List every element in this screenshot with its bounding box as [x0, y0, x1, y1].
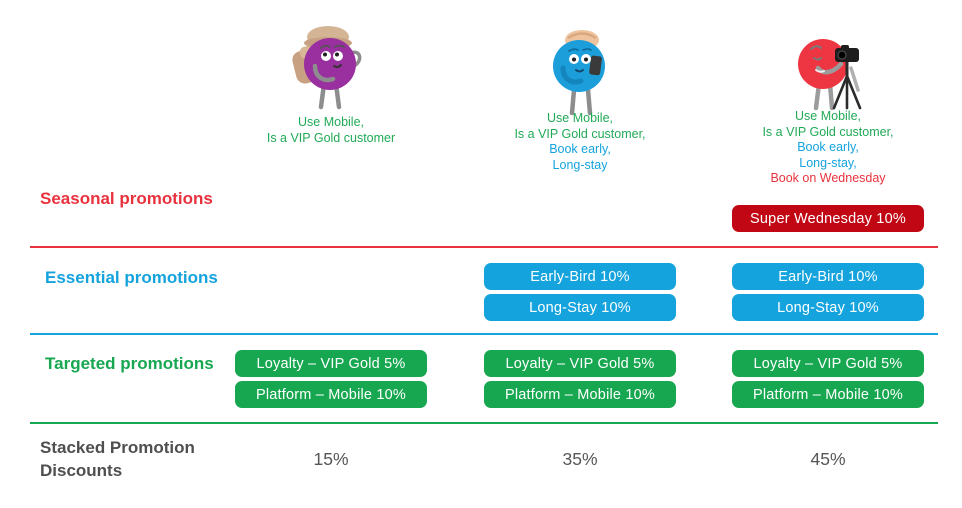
purple-backpacker-illustration [292, 26, 362, 110]
trait-line: Long-stay [552, 157, 608, 172]
targeted-promo-loyalty-pill: Loyalty – VIP Gold 5% [484, 350, 676, 377]
stacked-discount-value-3: 45% [810, 449, 846, 469]
traveler-2-traits: Use Mobile, Is a VIP Gold customer, Book… [460, 111, 700, 173]
trait-line: Book on Wednesday [770, 171, 886, 185]
blue-mobile-user-illustration [553, 30, 605, 116]
seasonal-promotions-label: Seasonal promotions [40, 189, 213, 208]
red-photographer-illustration [798, 39, 862, 111]
trait-line: Use Mobile, [298, 115, 364, 129]
targeted-row-divider [30, 422, 938, 424]
targeted-promotions-label: Targeted promotions [45, 354, 214, 373]
stacked-promotion-discounts-label: Stacked Promotion Discounts [40, 438, 195, 480]
targeted-promo-platform-pill: Platform – Mobile 10% [235, 381, 427, 408]
essential-promo-long-stay-pill: Long-Stay 10% [484, 294, 676, 321]
seasonal-row-divider [30, 246, 938, 248]
trait-line: Is a VIP Gold customer [266, 130, 396, 145]
trait-line: Is a VIP Gold customer, [762, 124, 894, 139]
essential-row-divider [30, 333, 938, 335]
stacked-discount-value-1: 15% [313, 449, 349, 469]
targeted-promo-platform-pill: Platform – Mobile 10% [484, 381, 676, 408]
trait-line: Book early, [549, 142, 611, 156]
seasonal-promo-super-wednesday-pill: Super Wednesday 10% [732, 205, 924, 232]
traveler-1-traits: Use Mobile, Is a VIP Gold customer [211, 115, 451, 146]
trait-line: Book early, [797, 140, 859, 154]
stacked-discount-value-2: 35% [562, 449, 598, 469]
trait-line: Use Mobile, [795, 109, 861, 123]
trait-line: Long-stay, [799, 155, 857, 170]
trait-line: Use Mobile, [547, 111, 613, 125]
targeted-promo-loyalty-pill: Loyalty – VIP Gold 5% [732, 350, 924, 377]
targeted-promo-loyalty-pill: Loyalty – VIP Gold 5% [235, 350, 427, 377]
trait-line: Is a VIP Gold customer, [514, 126, 646, 141]
essential-promotions-label: Essential promotions [45, 268, 218, 287]
traveler-3-traits: Use Mobile, Is a VIP Gold customer, Book… [708, 109, 948, 187]
targeted-promo-platform-pill: Platform – Mobile 10% [732, 381, 924, 408]
essential-promo-early-bird-pill: Early-Bird 10% [732, 263, 924, 290]
essential-promo-early-bird-pill: Early-Bird 10% [484, 263, 676, 290]
essential-promo-long-stay-pill: Long-Stay 10% [732, 294, 924, 321]
